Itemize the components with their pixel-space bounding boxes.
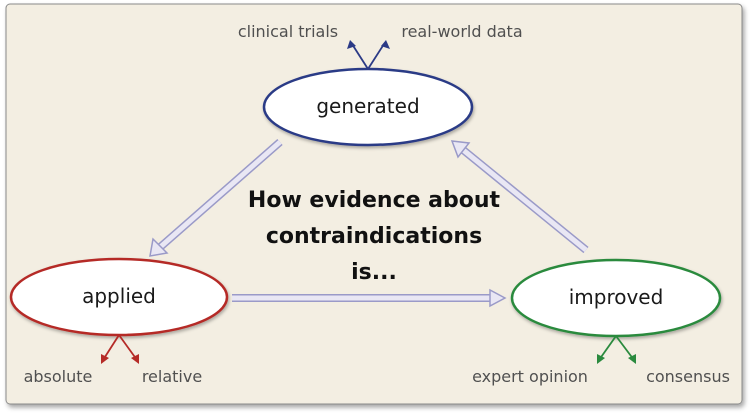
node-generated-label: generated (316, 94, 419, 118)
branch-label-relative: relative (142, 367, 202, 386)
node-applied: applied absolute relative (9, 257, 229, 386)
improved-branch-arrow-left (597, 354, 605, 364)
branch-label-expert-opinion: expert opinion (472, 367, 588, 386)
applied-branch-arrow-left (101, 354, 109, 364)
generated-branch-arrow-left (347, 40, 356, 49)
improved-branches (598, 335, 635, 361)
center-title-line-2: contraindications (266, 224, 482, 249)
generated-branches (351, 43, 385, 70)
center-title: How evidence about contraindications is.… (248, 188, 501, 285)
connector-improved-to-generated (450, 140, 589, 254)
center-title-line-3: is... (351, 260, 397, 285)
branch-label-real-world-data: real-world data (401, 22, 522, 41)
center-title-line-1: How evidence about (248, 188, 501, 213)
improved-branch-arrow-right (628, 354, 636, 364)
connector-applied-to-improved (232, 288, 507, 308)
applied-branches (102, 334, 138, 361)
node-generated: generated clinical trials real-world dat… (238, 22, 523, 147)
applied-branch-arrow-right (131, 354, 139, 364)
node-applied-label: applied (82, 284, 156, 308)
branch-label-consensus: consensus (646, 367, 730, 386)
branch-label-absolute: absolute (24, 367, 93, 386)
node-improved-label: improved (569, 285, 664, 309)
node-improved: improved expert opinion consensus (472, 258, 730, 386)
generated-branch-arrow-right (381, 40, 390, 49)
branch-label-clinical-trials: clinical trials (238, 22, 338, 41)
connector-generated-to-applied (149, 138, 283, 257)
